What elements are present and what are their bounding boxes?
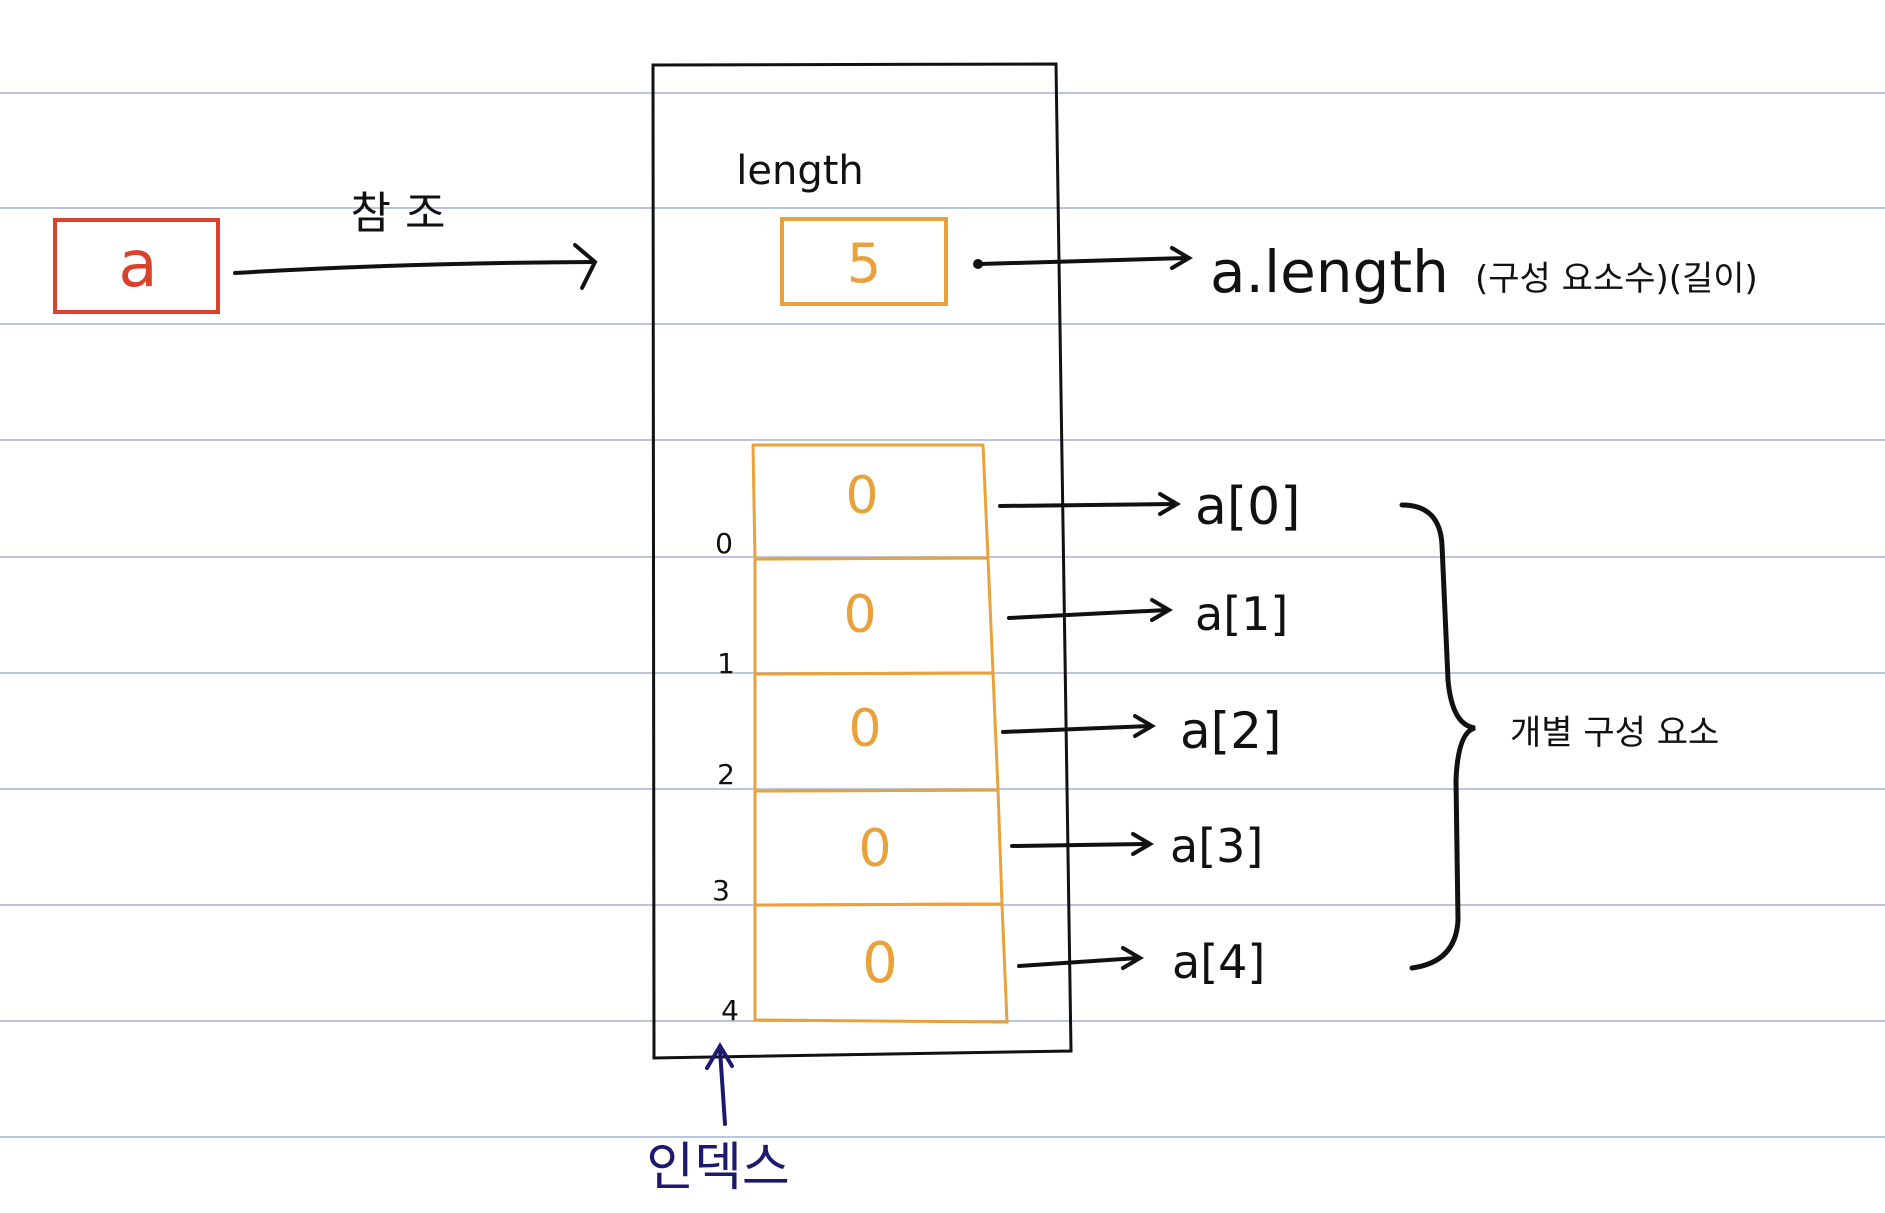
array-cell: [753, 902, 1009, 1024]
length-value: 5: [847, 232, 881, 295]
index-label: 인덱스: [646, 1138, 790, 1198]
element-value: 0: [845, 466, 878, 526]
index-arrow: [705, 1042, 734, 1126]
element-arrows: [998, 492, 1181, 970]
element-value: 0: [862, 931, 898, 996]
element-label: a[4]: [1172, 935, 1265, 989]
elements-group-label: 개별 구성 요소: [1510, 713, 1719, 753]
length-note: (구성 요소수)(길이): [1475, 259, 1758, 299]
element-label: a[0]: [1195, 477, 1301, 537]
index-number: 4: [721, 994, 739, 1027]
array-object-box: [651, 62, 1073, 1060]
index-number: 1: [717, 647, 735, 680]
array-cells: [751, 443, 1009, 1024]
element-label: a[3]: [1170, 819, 1263, 873]
variable-box: [53, 218, 220, 314]
index-number: 2: [717, 758, 735, 791]
index-number: 3: [712, 874, 730, 907]
element-value: 0: [843, 585, 876, 645]
ruled-lines: [0, 92, 1885, 1138]
index-number: 0: [715, 527, 733, 560]
element-label: a[2]: [1180, 702, 1281, 760]
element-label: a[1]: [1195, 587, 1288, 641]
reference-arrow: [233, 243, 598, 290]
elements-brace: [1399, 502, 1476, 971]
element-value: 0: [858, 819, 891, 879]
element-value: 0: [848, 699, 881, 759]
length-annotation: a.length: [1210, 238, 1449, 306]
length-label: length: [736, 148, 864, 194]
length-arrow: [973, 246, 1193, 270]
length-value-box: [780, 217, 948, 306]
reference-label: 참 조: [351, 188, 446, 239]
variable-name: a: [118, 228, 157, 302]
